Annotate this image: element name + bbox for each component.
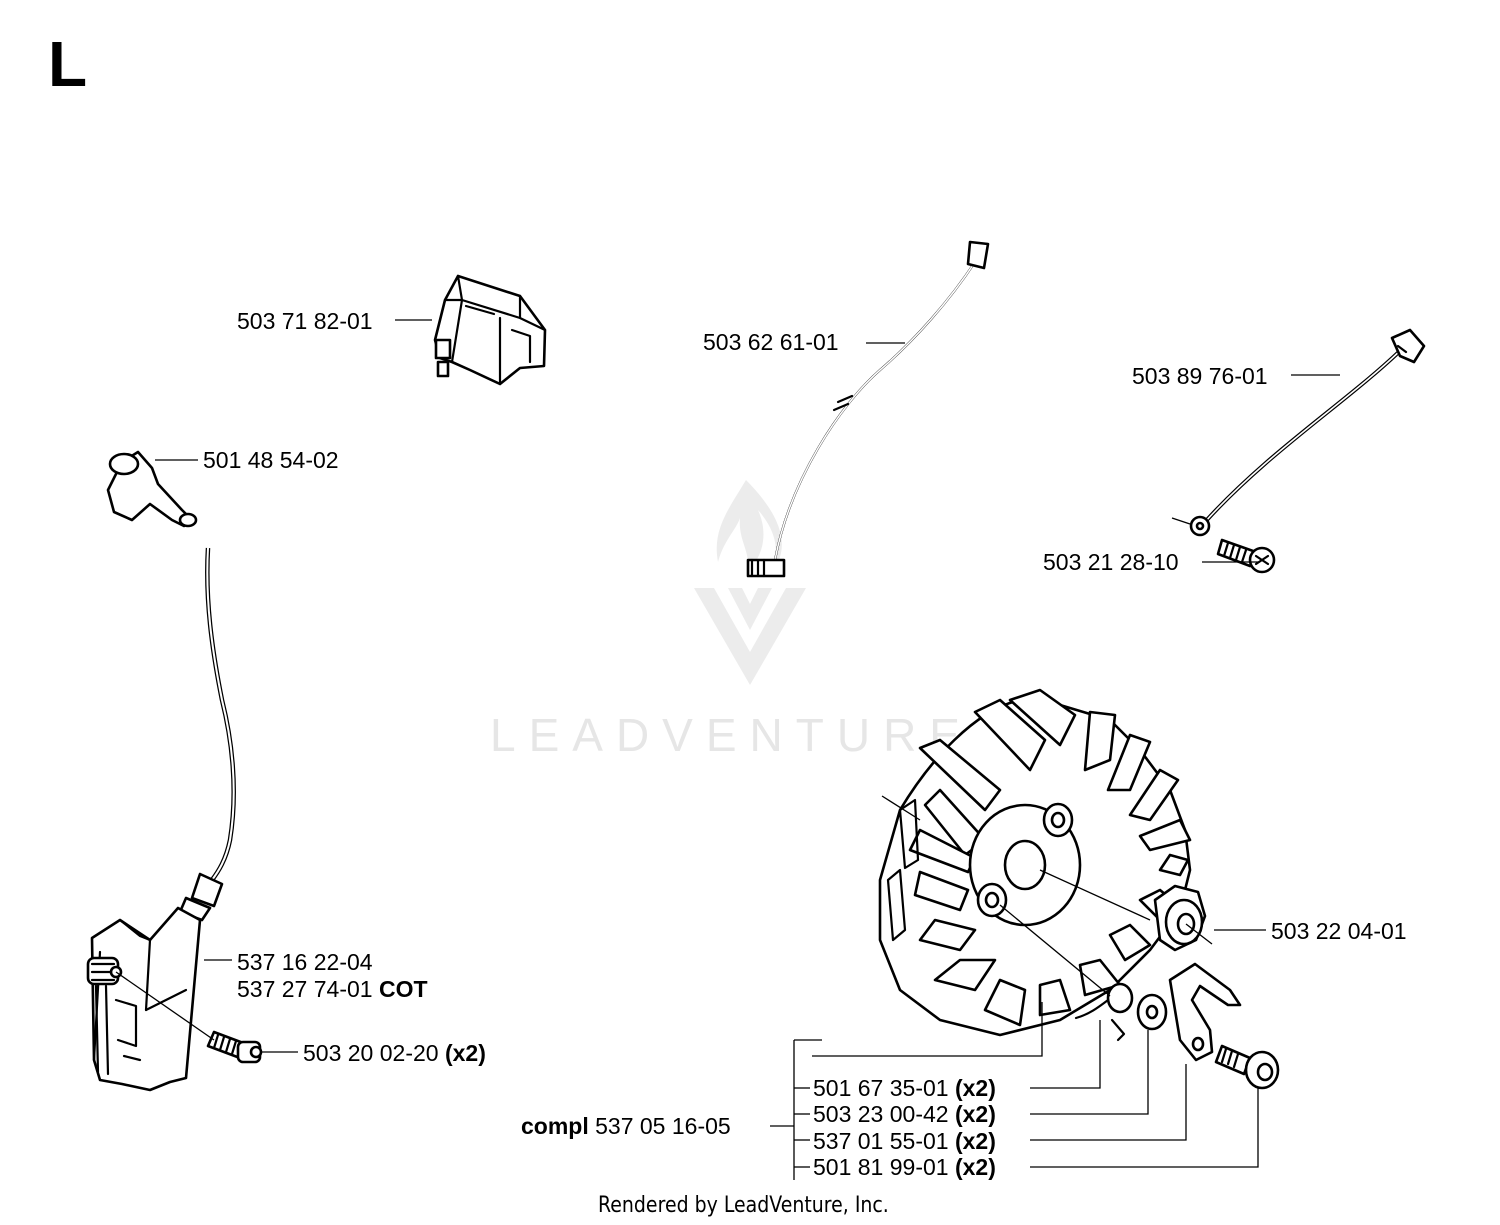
- leader-lines: [115, 319, 1340, 1180]
- part-label-ground-cable[interactable]: 503 89 76-01: [1132, 363, 1268, 389]
- pawl-part: [1168, 962, 1242, 1062]
- part-label-spring[interactable]: 501 67 35-01 (x2): [813, 1075, 996, 1101]
- switch-part: [433, 274, 547, 386]
- watermark-text: LEADVENTURE: [490, 709, 973, 761]
- flywheel-part: [878, 688, 1192, 1037]
- part-label-pawl[interactable]: 537 01 55-01 (x2): [813, 1128, 996, 1154]
- part-label-module-screw[interactable]: 503 20 02-20 (x2): [303, 1040, 486, 1066]
- part-label-pawl-screw[interactable]: 501 81 99-01 (x2): [813, 1154, 996, 1180]
- terminal-cable-part: [746, 240, 990, 578]
- cable-screw-part: [1216, 538, 1276, 574]
- part-label-washer[interactable]: 503 23 00-42 (x2): [813, 1101, 996, 1127]
- ht-lead-part: [178, 547, 236, 922]
- washer-part: [1136, 993, 1168, 1031]
- part-label-switch[interactable]: 503 71 82-01: [237, 308, 373, 334]
- module-screw-part: [206, 1030, 263, 1064]
- section-letter: L: [48, 28, 88, 100]
- part-label-flywheel-nut[interactable]: 503 22 04-01: [1271, 918, 1407, 944]
- part-label-flywheel-compl[interactable]: compl 537 05 16-05: [521, 1113, 731, 1139]
- leadventure-flame-logo-icon: [694, 480, 806, 685]
- part-label-terminal-cable[interactable]: 503 62 61-01: [703, 329, 839, 355]
- flywheel-nut-part: [1153, 884, 1207, 952]
- ground-cable-part: [1171, 328, 1426, 537]
- spring-part: [1074, 982, 1134, 1042]
- part-label-ignition-module-cot[interactable]: 537 27 74-01 COT: [237, 976, 428, 1002]
- ignition-module-part: [86, 906, 202, 1092]
- part-label-spark-plug-cap[interactable]: 501 48 54-02: [203, 447, 339, 473]
- part-label-cable-screw[interactable]: 503 21 28-10: [1043, 549, 1179, 575]
- spark-plug-cap-part: [106, 450, 198, 528]
- footer-credit: Rendered by LeadVenture, Inc.: [598, 1193, 889, 1218]
- pawl-screw-part: [1214, 1044, 1280, 1090]
- part-label-ignition-module[interactable]: 537 16 22-04: [237, 949, 373, 975]
